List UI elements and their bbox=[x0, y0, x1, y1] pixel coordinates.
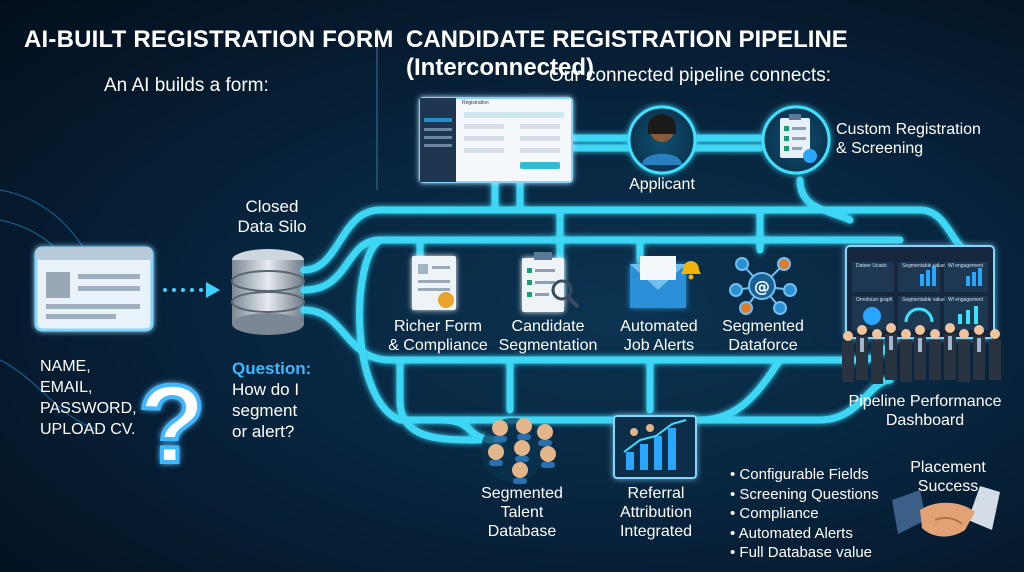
talent-database-line3: Database bbox=[487, 522, 557, 540]
applicant-avatar bbox=[627, 105, 697, 175]
referral-line1: Referral bbox=[627, 485, 685, 502]
richer-form-line2: & Compliance bbox=[388, 336, 488, 354]
dash-tile-label: Segmentable value bbox=[902, 263, 945, 269]
silo-label-line1: Closed bbox=[245, 197, 299, 216]
placement-line1: Placement bbox=[910, 459, 986, 476]
at-symbol: @ bbox=[754, 277, 770, 296]
field-upload-cv: UPLOAD CV. bbox=[40, 421, 136, 438]
dash-tile-label: Onndouor graph bbox=[856, 297, 893, 303]
applicant-label: Applicant bbox=[629, 176, 695, 193]
checklist-icon bbox=[761, 105, 831, 175]
silo-label-line2: Data Silo bbox=[237, 217, 307, 237]
field-password: PASSWORD, bbox=[40, 400, 137, 417]
feature-item: Configurable Fields bbox=[730, 465, 879, 485]
talent-database-label: Segmented Talent Database bbox=[472, 485, 572, 542]
job-alerts-label: Automated Job Alerts bbox=[604, 318, 714, 356]
job-alerts-line2: Job Alerts bbox=[623, 336, 695, 354]
dashboard-screen bbox=[845, 245, 995, 339]
custom-registration-line2: & Screening bbox=[836, 139, 924, 157]
registration-window bbox=[419, 97, 573, 183]
question-line-3: or alert? bbox=[232, 422, 295, 441]
dash-tile-label: Dateer Ucads bbox=[856, 263, 887, 269]
network-at-icon bbox=[729, 257, 797, 315]
dashboard-line2: Dashboard bbox=[885, 411, 965, 429]
custom-registration-label: Custom Registration & Screening bbox=[836, 121, 981, 159]
certificate-icon bbox=[412, 256, 456, 310]
question-heading: Question: bbox=[232, 359, 312, 378]
feature-item: Full Database value bbox=[730, 543, 879, 563]
talent-people-icon bbox=[481, 418, 556, 484]
form-card-icon bbox=[34, 246, 154, 332]
question-line-1: How do I bbox=[232, 380, 300, 399]
job-alerts-line1: Automated bbox=[620, 318, 698, 335]
placement-label: Placement Success bbox=[900, 459, 996, 497]
dash-tile-label: Segmentable value bbox=[902, 297, 945, 303]
custom-registration-line1: Custom Registration bbox=[836, 121, 981, 138]
dataforce-line2: Dataforce bbox=[728, 336, 798, 354]
clipboard-search-icon bbox=[522, 252, 580, 312]
question-mark-icon: ? bbox=[138, 363, 205, 486]
referral-label: Referral Attribution Integrated bbox=[604, 485, 708, 542]
feature-item: Compliance bbox=[730, 504, 879, 524]
left-title: AI-BUILT REGISTRATION FORM bbox=[24, 26, 394, 53]
left-subtitle: An AI builds a form: bbox=[104, 75, 269, 96]
form-fields-list: NAME, EMAIL, PASSWORD, UPLOAD CV. bbox=[40, 356, 137, 440]
field-name: NAME, bbox=[40, 358, 91, 375]
dataforce-line1: Segmented bbox=[722, 318, 804, 335]
referral-chart-icon bbox=[613, 415, 697, 479]
dashboard-label: Pipeline Performance Dashboard bbox=[840, 393, 1010, 431]
richer-form-line1: Richer Form bbox=[393, 318, 482, 335]
candidate-segmentation-line2: Segmentation bbox=[498, 336, 598, 354]
dashboard-line1: Pipeline Performance bbox=[848, 393, 1002, 410]
dash-tile-label: Wl engagement bbox=[948, 263, 984, 269]
referral-line2: Attribution bbox=[619, 503, 693, 521]
candidate-segmentation-label: Candidate Segmentation bbox=[490, 318, 606, 356]
handshake-icon bbox=[892, 486, 1000, 537]
registration-window-title: Registration bbox=[462, 100, 489, 106]
talent-database-line2: Talent bbox=[500, 503, 544, 521]
candidate-segmentation-line1: Candidate bbox=[511, 318, 585, 335]
referral-line3: Integrated bbox=[619, 522, 693, 540]
silo-label: Closed Data Silo bbox=[234, 197, 310, 237]
placement-line2: Success bbox=[917, 477, 979, 495]
feature-item: Automated Alerts bbox=[730, 524, 879, 544]
right-subtitle: Our connected pipeline connects: bbox=[549, 65, 832, 86]
dotted-arrow bbox=[163, 282, 220, 298]
question-block: Question: How do I segment or alert? bbox=[232, 358, 311, 442]
question-line-2: segment bbox=[232, 401, 298, 420]
team-people-group bbox=[842, 323, 1001, 384]
feature-item: Screening Questions bbox=[730, 485, 878, 505]
field-email: EMAIL, bbox=[40, 379, 93, 396]
right-title: CANDIDATE REGISTRATION PIPELINE (Interco… bbox=[406, 26, 848, 82]
dataforce-label: Segmented Dataforce bbox=[708, 318, 818, 356]
feature-list: Configurable Fields Screening Questions … bbox=[730, 465, 879, 563]
envelope-bell-icon bbox=[630, 256, 701, 308]
talent-database-line1: Segmented bbox=[481, 485, 563, 502]
database-icon bbox=[231, 249, 305, 335]
richer-form-label: Richer Form & Compliance bbox=[380, 318, 496, 356]
dash-tile-label: Wl engagement bbox=[948, 297, 984, 303]
pipe-network bbox=[300, 134, 969, 444]
